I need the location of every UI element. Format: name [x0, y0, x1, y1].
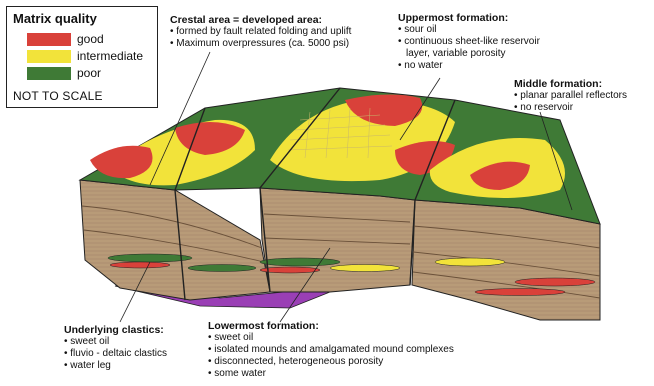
legend-swatch-intermediate: [27, 50, 71, 63]
crestal-area-bullet: formed by fault related folding and upli…: [170, 26, 380, 38]
lowermost-formation-bullet: some water: [208, 368, 508, 380]
legend: Matrix quality good intermediate poor NO…: [6, 6, 158, 108]
not-to-scale-label: NOT TO SCALE: [13, 89, 103, 103]
underlying-clastics-bullet: sweet oil: [64, 336, 214, 348]
uppermost-formation-note: Uppermost formation: sour oil continuous…: [398, 12, 548, 72]
legend-swatch-poor: [27, 67, 71, 80]
legend-swatch-good: [27, 33, 71, 46]
middle-formation-heading: Middle formation:: [514, 78, 649, 90]
underlying-clastics-bullet: fluvio - deltaic clastics: [64, 348, 214, 360]
lowermost-formation-bullet: disconnected, heterogeneous porosity: [208, 356, 508, 368]
uppermost-formation-bullet: continuous sheet-like reservoir layer, v…: [398, 36, 548, 60]
lowermost-formation-bullet: sweet oil: [208, 332, 508, 344]
underlying-clastics-bullet: water leg: [64, 360, 214, 372]
lowermost-formation-note: Lowermost formation: sweet oil isolated …: [208, 320, 508, 380]
crestal-area-heading: Crestal area = developed area:: [170, 14, 380, 26]
middle-formation-note: Middle formation: planar parallel reflec…: [514, 78, 649, 114]
legend-label-good: good: [77, 32, 104, 46]
underlying-clastics-heading: Underlying clastics:: [64, 324, 214, 336]
middle-formation-bullet: planar parallel reflectors: [514, 90, 649, 102]
legend-label-poor: poor: [77, 66, 101, 80]
legend-label-intermediate: intermediate: [77, 49, 143, 63]
front-face-middle: [260, 188, 415, 292]
uppermost-formation-bullet: no water: [398, 60, 548, 72]
underlying-clastics-note: Underlying clastics: sweet oil fluvio - …: [64, 324, 214, 372]
middle-formation-bullet: no reservoir: [514, 102, 649, 114]
legend-title: Matrix quality: [13, 11, 97, 26]
front-face-left: [80, 180, 270, 300]
crestal-area-bullet: Maximum overpressures (ca. 5000 psi): [170, 38, 380, 50]
lowermost-formation-bullet: isolated mounds and amalgamated mound co…: [208, 344, 508, 356]
lowermost-formation-heading: Lowermost formation:: [208, 320, 508, 332]
uppermost-formation-heading: Uppermost formation:: [398, 12, 548, 24]
uppermost-formation-bullet: sour oil: [398, 24, 548, 36]
crestal-area-note: Crestal area = developed area: formed by…: [170, 14, 380, 50]
